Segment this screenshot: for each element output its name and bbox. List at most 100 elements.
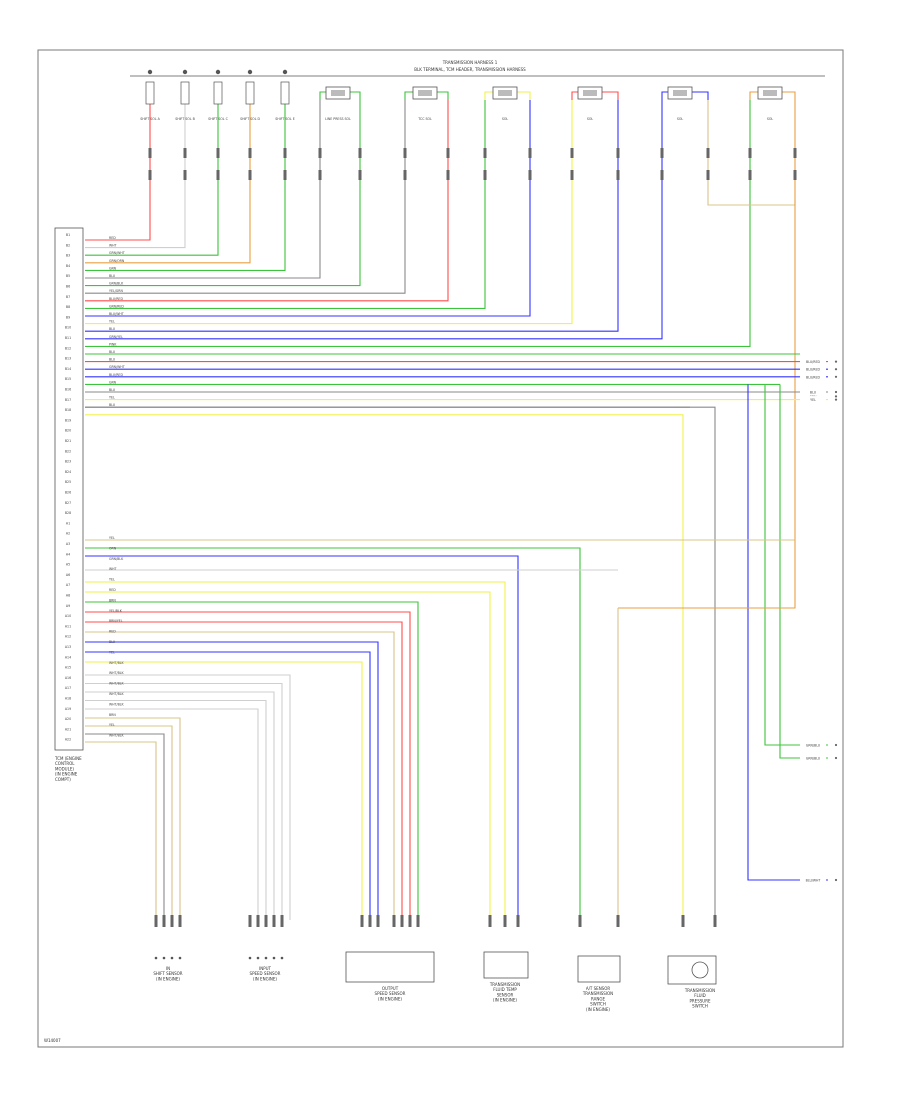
module-pin-label: B7 (66, 295, 70, 299)
right-tag-box (800, 373, 826, 381)
shield-wire (85, 691, 275, 920)
shield-wire (85, 699, 267, 920)
wire-color-label: BRN (109, 598, 116, 602)
component-caption-line: SPEED SENSOR (375, 991, 406, 996)
connector-stub (283, 148, 287, 158)
wire-color-label: GRN (109, 266, 117, 270)
bus-wire (85, 601, 419, 920)
module-pin-label: A15 (65, 666, 71, 670)
wire-color-label: GRN/YEL (109, 335, 123, 339)
wire-color-label: PINK (109, 342, 117, 346)
component-caption-line: TRANSMISSION (582, 991, 613, 996)
connector-stub (528, 170, 532, 180)
module-pin-label: B20 (65, 429, 71, 433)
solenoid-core (498, 90, 512, 96)
bus-wire (85, 621, 403, 920)
bottom-connector (516, 915, 520, 927)
connector-stub (148, 170, 152, 180)
wire-color-label: WHT (109, 244, 117, 248)
wire-color-label: BRN/YEL (109, 619, 123, 623)
connector-stub (216, 148, 220, 158)
wire-color-label: RED (109, 236, 116, 240)
right-tag-box (800, 754, 826, 762)
wire-color-label: ORN (109, 546, 117, 550)
bottom-connector (178, 915, 182, 927)
connector-stub (446, 170, 450, 180)
module-pin-label: B12 (65, 346, 71, 350)
wire-color-label: BLU (109, 640, 116, 644)
shield-wire (85, 708, 259, 920)
module-pin-label: B15 (65, 377, 71, 381)
connector-stub (570, 148, 574, 158)
module-pin-label: B21 (65, 439, 71, 443)
right-tag-label: BLU (810, 391, 817, 395)
bottom-connector (713, 915, 717, 927)
right-tag-box (800, 741, 826, 749)
wire-color-label: GRN/WHT (109, 251, 125, 255)
module-pin-label: A13 (65, 645, 71, 649)
right-tag-arrow (834, 743, 838, 747)
component-caption-line: RANGE (591, 996, 605, 1001)
module-pin-label: A22 (65, 738, 71, 742)
wire-color-label: YEL (109, 578, 115, 582)
top-wire (85, 100, 321, 279)
bus-wire (85, 725, 173, 920)
bottom-connector (488, 915, 492, 927)
component-caption-line: (IN ENGINE) (156, 976, 180, 981)
module-caption-line: COMPT) (55, 777, 71, 782)
sensor-terminal (264, 956, 268, 960)
module-pin-label: A11 (65, 624, 71, 628)
sensor-terminal (154, 956, 158, 960)
wire-color-label: BLU (109, 327, 116, 331)
right-tag-arrow (834, 375, 838, 378)
wire-layer (85, 91, 828, 920)
connector-stub (446, 148, 450, 158)
component-caption-line: TRANSMISSION (489, 982, 520, 987)
connector-stub (793, 148, 797, 158)
module-pin-label: B23 (65, 460, 71, 464)
module-caption-line: CONTROL (55, 761, 75, 766)
connector-stub (318, 148, 322, 158)
fuse-terminal (215, 69, 221, 75)
component-caption-line: (IN ENGINE) (378, 996, 402, 1001)
connector-stub (358, 148, 362, 158)
bus-wire (85, 651, 371, 920)
top-wire (85, 100, 663, 340)
bus-wire (85, 661, 363, 920)
right-tag-label: BLU/RED (806, 360, 820, 364)
component-caption-line: A/T SENSOR (586, 986, 611, 991)
wire-color-label: WHT/BLK (109, 734, 125, 738)
sensor-terminal (248, 956, 252, 960)
wire-color-label: BLU (109, 403, 116, 407)
module-pin-label: A7 (66, 583, 70, 587)
top-device-label: SHIFT SOL B (175, 117, 195, 121)
module-pin-label: B16 (65, 388, 71, 392)
module-pin-list: B1B2B3B4B5B6B7B8B9B10B11B12B13B14B15B16B… (65, 233, 71, 742)
fuse-terminal (147, 69, 153, 75)
module-pin-label: A9 (66, 604, 70, 608)
wire-color-label: GRN/BLK (109, 557, 124, 561)
bottom-connector (256, 915, 260, 927)
bus-wire (85, 414, 684, 920)
bottom-connector (503, 915, 507, 927)
shield-wire (85, 674, 291, 920)
right-tag-arrow (834, 395, 838, 398)
module-pin-label: B9 (66, 315, 70, 319)
sensor-terminal (162, 956, 166, 960)
right-edge-tags: BLU/REDBLU/REDBLU/REDGRNBLUYELGRN/BLUGRN… (800, 358, 838, 884)
top-wire (85, 100, 151, 241)
module-pin-label: B13 (65, 357, 71, 361)
top-device-label: SOL (502, 117, 509, 121)
module-pin-label: B26 (65, 491, 71, 495)
wire-color-label: YEL/GRN (109, 289, 123, 293)
bottom-connector (170, 915, 174, 927)
component-caption-line: PRESSURE (689, 998, 711, 1003)
bottom-connector (578, 915, 582, 927)
top-wire (85, 100, 486, 309)
right-tag-arrow (834, 360, 838, 363)
wire-color-label: BLU (109, 350, 116, 354)
connector-stub (318, 170, 322, 180)
module-pin-label: B11 (65, 336, 71, 340)
